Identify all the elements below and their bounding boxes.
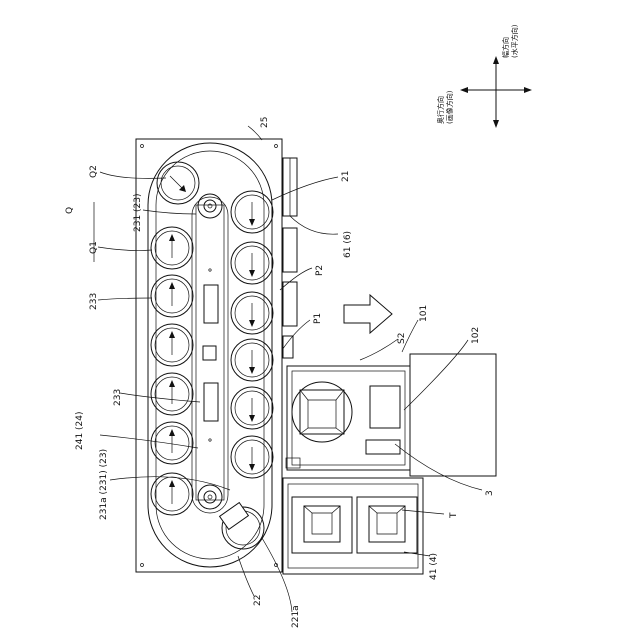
reference-labels: 25 Q2 Q Q1 231 (23) 233 233 241 (24) 231… bbox=[65, 117, 495, 628]
direction-legend: 幅方向 (水平方向) 奥行方向 (画像方向) bbox=[436, 24, 532, 128]
label-22: 22 bbox=[253, 595, 263, 606]
processing-unit bbox=[286, 366, 410, 470]
label-41-4: 41 (4) bbox=[429, 553, 439, 580]
width-direction-label: 幅方向 bbox=[501, 37, 510, 58]
carrier-ring bbox=[151, 275, 193, 317]
clamp-plates bbox=[283, 158, 297, 358]
width-direction-sublabel: (水平方向) bbox=[510, 24, 519, 58]
label-T: T bbox=[449, 512, 459, 519]
label-21: 21 bbox=[341, 171, 351, 182]
carrier-ring bbox=[151, 373, 193, 415]
center-frame bbox=[196, 205, 224, 500]
carrier-ring bbox=[157, 162, 199, 204]
label-102: 102 bbox=[471, 327, 481, 344]
sprocket-bottom bbox=[198, 485, 222, 509]
label-231a: 231a (231) (23) bbox=[99, 449, 109, 520]
depth-direction-sublabel: (画像方向) bbox=[445, 90, 454, 124]
label-Q1: Q1 bbox=[89, 241, 99, 254]
label-P1: P1 bbox=[313, 313, 323, 324]
carrier-ring bbox=[231, 191, 273, 233]
transfer-arrow bbox=[344, 295, 392, 333]
carrier-ring bbox=[231, 436, 273, 478]
label-P2: P2 bbox=[315, 265, 325, 276]
label-Q2: Q2 bbox=[89, 165, 99, 178]
label-3: 3 bbox=[485, 490, 495, 496]
carrier-ring bbox=[231, 387, 273, 429]
label-241-24: 241 (24) bbox=[75, 411, 85, 450]
carrier-ring bbox=[151, 422, 193, 464]
box-unit-102 bbox=[410, 354, 496, 476]
arrow-left-icon bbox=[460, 87, 468, 93]
label-221a: 221a bbox=[291, 605, 301, 628]
label-233-a: 233 bbox=[89, 293, 99, 310]
label-101: 101 bbox=[419, 305, 429, 322]
carrier-ring bbox=[220, 503, 264, 549]
label-Q: Q bbox=[65, 207, 75, 214]
label-233-b: 233 bbox=[113, 389, 123, 406]
cassette-station bbox=[283, 478, 423, 574]
carrier-ring bbox=[231, 242, 273, 284]
sprocket-top bbox=[198, 194, 222, 218]
carrier-ring bbox=[151, 473, 193, 515]
depth-direction-label: 奥行方向 bbox=[436, 96, 445, 124]
carrier-ring bbox=[231, 339, 273, 381]
carrier-ring bbox=[151, 324, 193, 366]
label-61-6: 61 (6) bbox=[343, 231, 353, 258]
label-25: 25 bbox=[260, 117, 270, 128]
label-231-23: 231 (23) bbox=[133, 193, 143, 232]
label-S2: S2 bbox=[397, 333, 407, 344]
carrier-ring bbox=[231, 292, 273, 334]
arrow-right-icon bbox=[524, 87, 532, 93]
arrow-down-icon bbox=[493, 120, 499, 128]
arrow-up-icon bbox=[493, 56, 499, 64]
carrier-ring bbox=[151, 227, 193, 269]
